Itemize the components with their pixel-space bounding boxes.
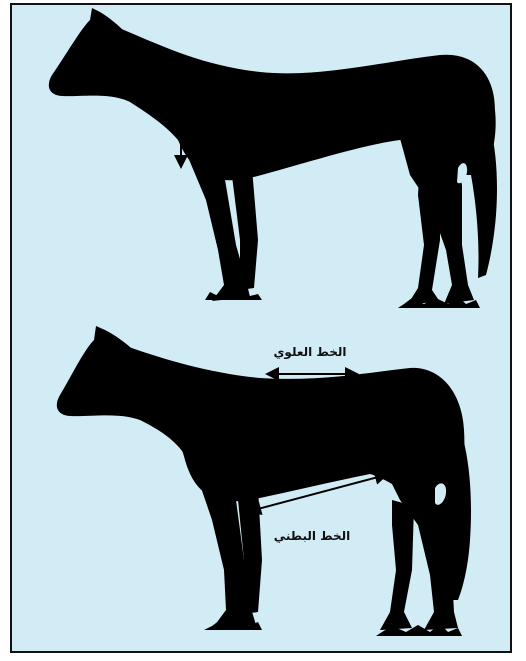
top-line-label: الخط العلوي <box>273 345 346 360</box>
bottom-line-label: الخط البطني <box>274 529 351 543</box>
bottom-horse-silhouette-icon <box>57 326 471 636</box>
top-horse-silhouette-icon <box>49 8 497 308</box>
